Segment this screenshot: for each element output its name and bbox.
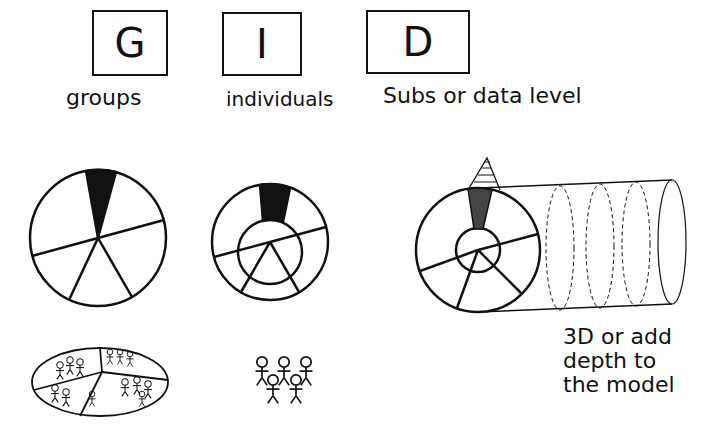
groups-pie-part <box>32 238 98 256</box>
groups-pie-part <box>30 170 166 306</box>
column-label: groups <box>66 86 141 110</box>
individuals-pie-part <box>260 184 290 222</box>
column-label: Subs or data level <box>383 84 582 108</box>
depth-tube-part <box>658 180 686 304</box>
depth-tube-part <box>484 162 490 163</box>
box-letter: I <box>256 24 268 64</box>
depth-tube-part <box>478 250 522 294</box>
group-crowds-part <box>56 362 64 380</box>
depth-tube-part <box>468 158 500 190</box>
individuals-pie-part <box>214 242 270 257</box>
groups-pie-part <box>98 238 132 297</box>
individuals-pie-part <box>270 242 299 292</box>
depth-tube-part <box>478 175 493 176</box>
individual-figures-part <box>256 357 269 386</box>
box-letter: G <box>115 23 146 63</box>
group-crowds-part <box>76 359 84 377</box>
depth-tube-part <box>457 250 478 308</box>
group-crowds-part <box>127 351 134 366</box>
group-crowds-part <box>144 381 152 399</box>
group-crowds <box>32 348 168 416</box>
box-letter: D <box>403 22 434 62</box>
depth-tube-part <box>546 186 574 310</box>
group-crowds-part <box>139 391 146 406</box>
column-label: individuals <box>226 88 333 110</box>
depth-tube-part <box>482 168 491 169</box>
group-crowds-part <box>121 379 129 397</box>
letter-box: D <box>366 10 470 74</box>
group-crowds-part <box>51 385 59 403</box>
groups-pie <box>30 170 166 306</box>
group-crowds-part <box>66 357 74 375</box>
depth-tube-part <box>478 180 672 188</box>
depth-tube-part <box>586 184 614 308</box>
group-crowds-part <box>117 349 124 364</box>
depth-tube-part <box>420 250 478 271</box>
group-crowds-part <box>62 389 70 407</box>
group-crowds-part <box>102 372 168 380</box>
individual-figures-part <box>290 375 303 404</box>
individual-figures-part <box>278 357 291 386</box>
group-crowds-part <box>80 372 102 416</box>
groups-pie-part <box>86 170 116 238</box>
depth-tube-part <box>478 234 538 250</box>
individual-figures <box>256 357 313 404</box>
letter-box: G <box>92 10 168 76</box>
groups-pie-part <box>69 238 98 300</box>
depth-tube-part <box>468 188 492 229</box>
group-crowds-part <box>107 349 114 364</box>
depth-tube-part <box>622 182 650 306</box>
group-crowds-part <box>32 348 168 416</box>
groups-pie-part <box>98 220 164 238</box>
individuals-pie-part <box>270 227 326 242</box>
individuals-pie-part <box>212 184 328 300</box>
depth-tube-part <box>416 188 540 312</box>
individuals-pie-part <box>238 220 302 284</box>
depth-tube-part <box>474 182 496 183</box>
group-crowds-part <box>34 372 102 390</box>
group-crowds-part <box>89 391 96 406</box>
individuals-pie <box>212 184 328 300</box>
individual-figures-part <box>267 375 280 404</box>
group-crowds-part <box>100 348 102 372</box>
depth-tube <box>416 158 686 312</box>
note-text: 3D or add depth to the model <box>563 325 693 398</box>
letter-box: I <box>222 12 302 76</box>
